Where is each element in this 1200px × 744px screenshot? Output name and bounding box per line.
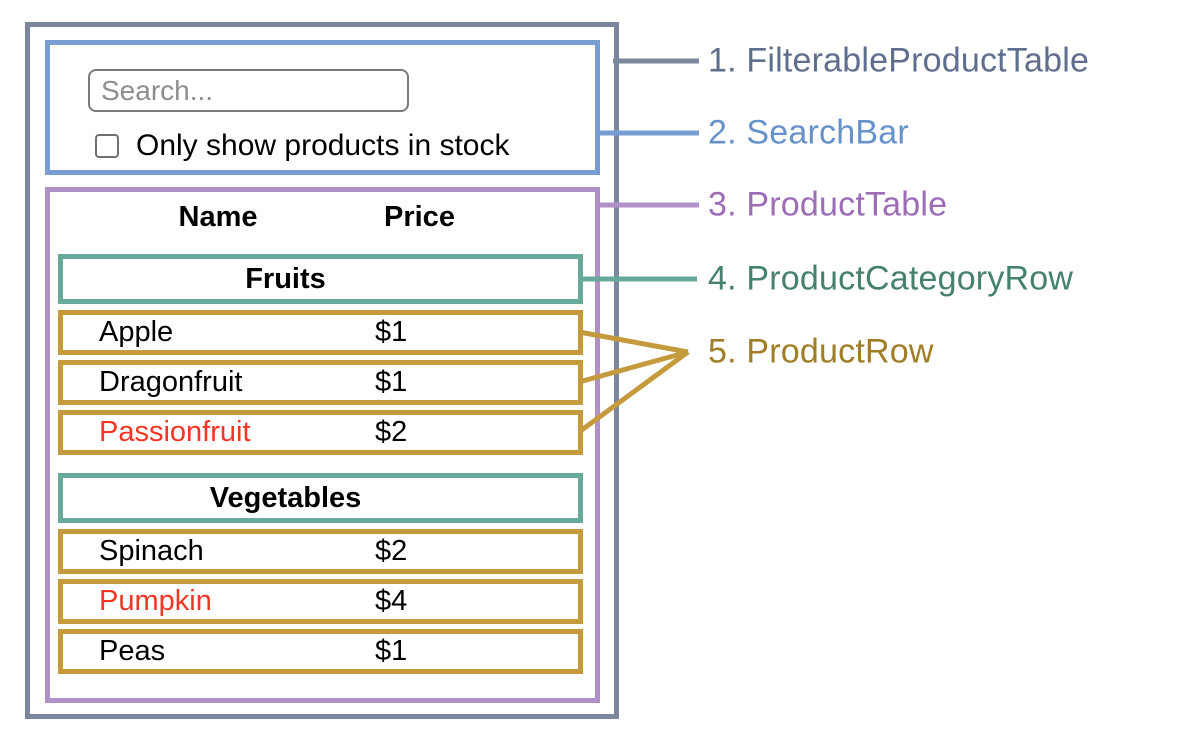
legend-item-2: 2. SearchBar bbox=[708, 113, 909, 152]
filterable-product-table-box: Only show products in stock Name Price F… bbox=[25, 22, 619, 719]
product-row: Dragonfruit $1 bbox=[58, 360, 583, 405]
product-row: Apple $1 bbox=[58, 310, 583, 355]
table-header: Name Price bbox=[50, 192, 595, 236]
product-name-cell: Pumpkin bbox=[99, 585, 212, 617]
in-stock-checkbox[interactable] bbox=[95, 134, 119, 158]
legend-item-5: 5. ProductRow bbox=[708, 332, 934, 371]
product-row: Pumpkin $4 bbox=[58, 579, 583, 624]
column-header-name: Name bbox=[178, 201, 258, 233]
product-price-cell: $4 bbox=[375, 585, 408, 617]
product-price-cell: $1 bbox=[375, 316, 408, 348]
product-price-cell: $1 bbox=[375, 366, 408, 398]
product-name-cell: Passionfruit bbox=[99, 416, 251, 448]
legend-item-4: 4. ProductCategoryRow bbox=[708, 259, 1074, 298]
product-row: Peas $1 bbox=[58, 629, 583, 674]
product-price-cell: $2 bbox=[375, 416, 408, 448]
legend-item-3: 3. ProductTable bbox=[708, 185, 948, 224]
legend-item-1: 1. FilterableProductTable bbox=[708, 41, 1090, 80]
search-input[interactable] bbox=[88, 69, 409, 112]
product-row: Spinach $2 bbox=[58, 529, 583, 574]
product-name-cell: Apple bbox=[99, 316, 174, 348]
product-price-cell: $1 bbox=[375, 635, 408, 667]
product-name-cell: Dragonfruit bbox=[99, 366, 243, 398]
product-price-cell: $2 bbox=[375, 535, 408, 567]
product-name-cell: Spinach bbox=[99, 535, 204, 567]
product-category-row: Vegetables bbox=[58, 473, 583, 523]
in-stock-checkbox-label: Only show products in stock bbox=[136, 129, 510, 162]
search-bar-box: Only show products in stock bbox=[45, 40, 600, 175]
product-name-cell: Peas bbox=[99, 635, 166, 667]
column-header-price: Price bbox=[384, 201, 455, 233]
product-category-row: Fruits bbox=[58, 254, 583, 304]
product-row: Passionfruit $2 bbox=[58, 410, 583, 455]
stock-filter-row: Only show products in stock bbox=[95, 131, 595, 161]
